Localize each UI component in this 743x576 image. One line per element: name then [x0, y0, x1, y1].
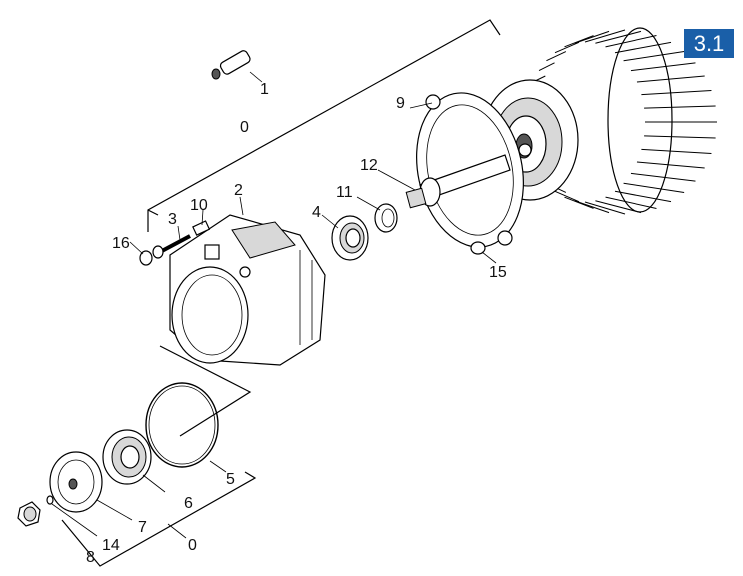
motor-fin	[605, 35, 657, 48]
motor-fin	[614, 190, 672, 203]
motor-fin	[630, 172, 696, 182]
sleeve	[470, 241, 486, 255]
motor-fin	[595, 30, 642, 44]
section-badge: 3.1	[684, 29, 734, 58]
callout-9: 9	[396, 95, 405, 112]
motor-fin	[538, 62, 555, 72]
screw	[152, 234, 191, 259]
leader-lines	[51, 71, 497, 539]
motor-fin	[623, 51, 685, 62]
callout-8: 8	[86, 549, 95, 566]
retaining-ring	[374, 203, 398, 233]
callout-3: 3	[168, 211, 177, 228]
motor-fin	[636, 75, 705, 83]
callout-16: 16	[112, 235, 130, 252]
motor-fin	[554, 190, 580, 203]
pump-housing	[169, 214, 326, 366]
pin	[192, 220, 211, 236]
motor-fin	[630, 62, 696, 72]
callout-5: 5	[226, 471, 235, 488]
callout-labels: 1 0 9 12 11 2 10 3 4 16 15 5 6 7 14 8 0	[86, 81, 507, 566]
ball-bearing-front	[331, 215, 369, 261]
callout-7: 7	[138, 519, 147, 536]
motor-fin	[605, 196, 657, 209]
drain-plug	[17, 501, 41, 527]
callout-1: 1	[260, 81, 269, 98]
motor-fin	[584, 201, 626, 215]
motor-fin	[546, 51, 567, 62]
motor-fin	[614, 41, 672, 54]
motor-fin	[644, 105, 716, 109]
ball-bearing-rear	[102, 429, 152, 485]
assembly-bracket-top	[147, 19, 501, 232]
callout-15: 15	[489, 264, 507, 281]
motor-fin	[623, 182, 685, 193]
motor-fin	[644, 135, 716, 139]
end-cover	[49, 451, 103, 513]
callout-11: 11	[336, 184, 353, 201]
motor-fin	[584, 29, 626, 43]
motor-fin	[554, 41, 580, 54]
cap-nut	[139, 250, 153, 266]
assembly-bracket-bottom	[61, 345, 257, 567]
motor-fin	[574, 30, 610, 44]
o-ring	[145, 382, 219, 468]
motor-fin	[564, 196, 594, 209]
callout-2: 2	[234, 182, 243, 199]
motor-shaft	[405, 154, 511, 209]
callout-12: 12	[360, 157, 378, 174]
callout-0-bottom: 0	[188, 537, 197, 554]
motor-fin	[636, 161, 705, 169]
sensor-cap	[211, 50, 251, 80]
callout-0-top: 0	[240, 119, 249, 136]
motor-fin	[641, 148, 712, 154]
callout-10: 10	[190, 197, 208, 214]
callout-4: 4	[312, 204, 321, 221]
motor-fin	[641, 90, 712, 96]
motor-fin	[574, 200, 610, 214]
washer	[46, 495, 54, 505]
motor-stator	[481, 27, 717, 215]
callout-14: 14	[102, 537, 120, 554]
callout-6: 6	[184, 495, 193, 512]
motor-fin	[595, 200, 642, 214]
